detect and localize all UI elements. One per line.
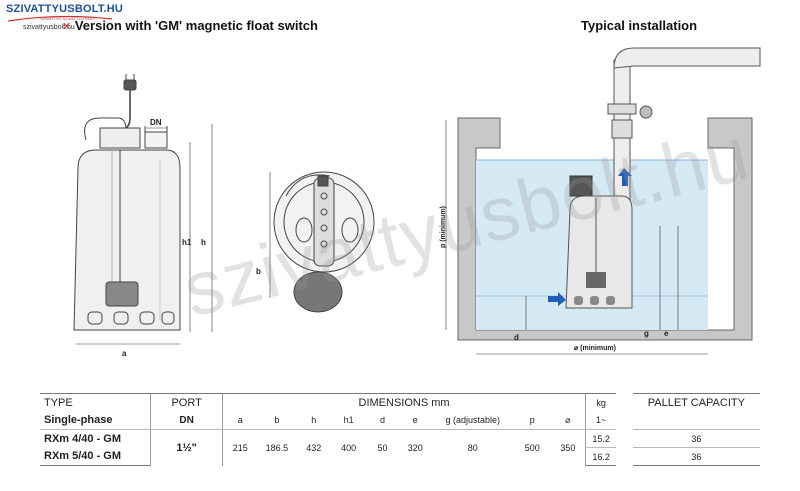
subheader-b: b — [257, 411, 297, 430]
value-h1: 400 — [341, 442, 357, 453]
logo-swoosh-icon — [7, 15, 113, 22]
section-title-installation: Typical installation — [581, 18, 698, 33]
technical-drawing: DN a h1 h b — [73, 47, 761, 358]
port-value: 1½" — [150, 429, 223, 466]
pump-front-view — [73, 74, 213, 345]
kg-value: 16.2 — [585, 447, 617, 466]
dim-label-a: a — [122, 349, 127, 358]
dim-label-p: p (minimum) — [440, 206, 447, 248]
kg-value: 15.2 — [585, 429, 617, 448]
outflow-arrow-icon — [618, 168, 632, 186]
col-header-pallet: PALLET CAPACITY — [632, 393, 760, 412]
col-header-kg: kg — [585, 393, 617, 412]
inflow-arrow-icon — [548, 292, 566, 306]
logo-url: szivattyusbolt.hu — [23, 24, 75, 31]
installation-diagram — [445, 47, 761, 355]
brand-logo[interactable]: SZIVATTYUSBOLT.HU SZIVATTYÚ SZIVATTYÚ BO… — [6, 3, 123, 37]
subheader-d: d — [366, 411, 399, 430]
table-subheader-row: Single-phase DN a b h h1 d e g (adjustab… — [40, 411, 760, 430]
dim-label-e: e — [664, 329, 669, 338]
dim-label-dn: DN — [150, 118, 162, 127]
dim-label-h1: h1 — [182, 238, 192, 247]
subheader-single-phase: Single-phase — [40, 411, 151, 430]
subheader-a: a — [222, 411, 258, 430]
logo-tagline: SZIVATTYÚ SZIVATTYÚ BOLT — [40, 16, 96, 21]
subheader-p: p — [513, 411, 551, 430]
col-header-port: PORT — [150, 393, 223, 412]
model-name: RXm 4/40 - GM — [44, 432, 122, 445]
subheader-g: g (adjustable) — [431, 411, 514, 430]
value-d: 50 — [377, 442, 388, 453]
table-row: RXm 5/40 - GM 16.2 36 — [40, 447, 760, 466]
value-p: 500 — [524, 442, 540, 453]
dim-label-min-width: ⌀ (minimum) — [574, 345, 616, 352]
subheader-dn: DN — [150, 411, 223, 430]
value-a: 215 — [222, 429, 258, 466]
table-header-row: TYPE PORT DIMENSIONS mm kg PALLET CAPACI… — [40, 393, 760, 412]
pallet-value: 36 — [632, 447, 760, 466]
value-diameter: 350 — [560, 442, 576, 453]
value-g: 80 — [467, 442, 478, 453]
col-header-type: TYPE — [40, 393, 151, 412]
table-row: RXm 4/40 - GM 1½" 215 186.5 432 400 50 3… — [40, 429, 760, 466]
dim-label-b: b — [256, 267, 261, 276]
close-x-icon: ✕ — [62, 21, 72, 33]
value-b: 186.5 — [265, 442, 289, 453]
section-title-float-version: ✕ Version with 'GM' magnetic float switc… — [62, 18, 318, 33]
subheader-h1: h1 — [331, 411, 367, 430]
value-e: 320 — [407, 442, 423, 453]
spec-table: TYPE PORT DIMENSIONS mm kg PALLET CAPACI… — [40, 393, 760, 466]
model-name: RXm 5/40 - GM — [40, 447, 151, 466]
subheader-diameter: ⌀ — [550, 411, 586, 430]
pallet-value: 36 — [632, 429, 760, 448]
dim-label-d: d — [514, 333, 519, 342]
subheader-e: e — [398, 411, 432, 430]
value-h: 432 — [306, 442, 322, 453]
subheader-kg-unit: 1~ — [585, 411, 617, 430]
pump-top-view — [269, 171, 375, 313]
logo-text: SZIVATTYUSBOLT.HU — [6, 3, 124, 15]
dim-label-h: h — [201, 238, 206, 247]
col-header-dimensions: DIMENSIONS mm — [222, 393, 586, 412]
subheader-h: h — [296, 411, 332, 430]
dim-label-g: g — [644, 329, 649, 338]
